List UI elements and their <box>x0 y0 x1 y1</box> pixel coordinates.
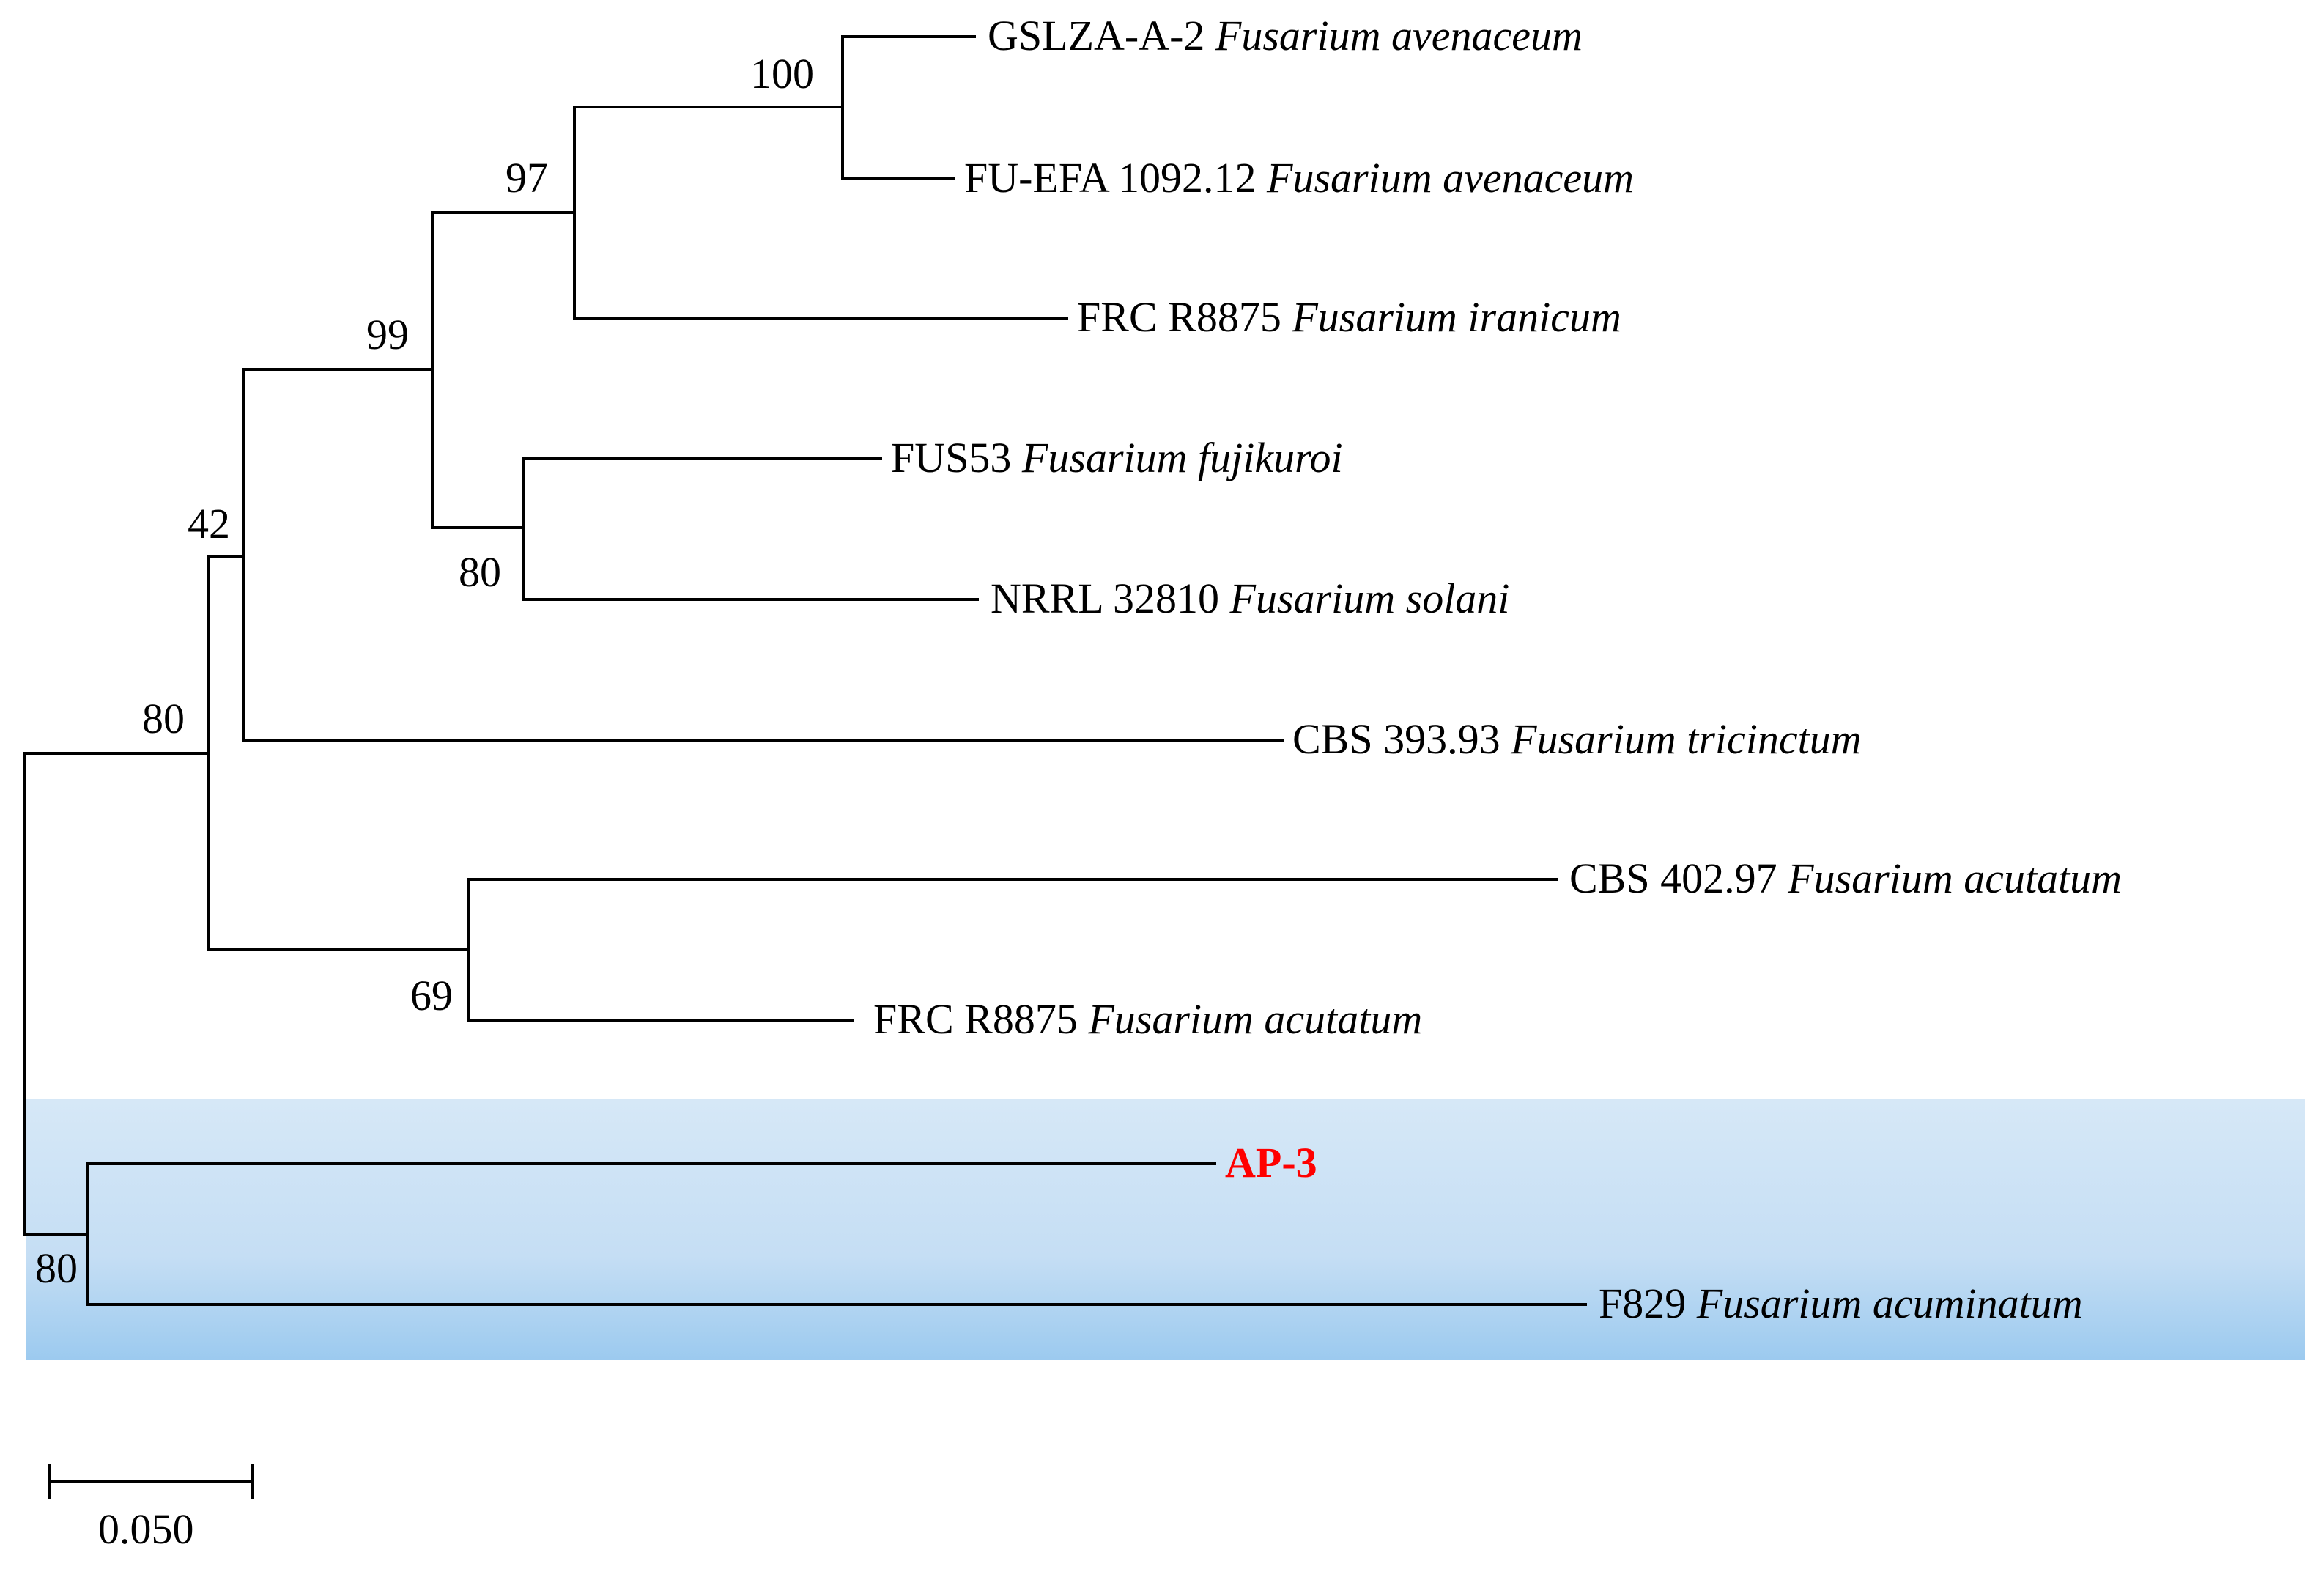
species-name: Fusarium iranicum <box>1291 293 1621 341</box>
bootstrap-value: 97 <box>506 154 548 202</box>
bootstrap-value: 80 <box>459 548 501 596</box>
bootstrap-value: 80 <box>142 695 185 742</box>
scale-bar: 0.050 <box>48 1464 254 1553</box>
bootstrap-value: 42 <box>188 500 230 547</box>
species-name: Fusarium acutatum <box>1787 854 2122 902</box>
strain-id: F829 <box>1599 1280 1686 1327</box>
taxon-label: FRC R8875 Fusarium iranicum <box>1077 293 1621 341</box>
strain-id: CBS 393.93 <box>1292 715 1500 763</box>
highlight-band <box>26 1099 2305 1360</box>
scale-bar-label: 0.050 <box>98 1505 194 1553</box>
taxon-label: NRRL 32810 Fusarium solani <box>991 575 1509 622</box>
scale-bar-line <box>48 1464 254 1499</box>
bootstrap-value: 69 <box>410 972 453 1019</box>
strain-id: NRRL 32810 <box>991 575 1219 622</box>
bootstrap-value: 99 <box>366 311 409 358</box>
strain-id: GSLZA-A-2 <box>988 12 1204 59</box>
strain-id: FRC R8875 <box>873 995 1078 1043</box>
taxon-label: FUS53 Fusarium fujikuroi <box>891 434 1343 481</box>
strain-id: FUS53 <box>891 434 1011 481</box>
bootstrap-value: 80 <box>35 1244 78 1292</box>
species-name: Fusarium acutatum <box>1087 995 1422 1043</box>
taxon-label: CBS 402.97 Fusarium acutatum <box>1569 854 2122 902</box>
bootstrap-values: 100 97 99 80 42 80 69 80 <box>35 50 814 1292</box>
species-name: Fusarium fujikuroi <box>1021 434 1343 481</box>
taxon-label: CBS 393.93 Fusarium tricinctum <box>1292 715 1862 763</box>
species-name: Fusarium acuminatum <box>1696 1280 2083 1327</box>
strain-id: FRC R8875 <box>1077 293 1281 341</box>
species-name: Fusarium avenaceum <box>1215 12 1583 59</box>
strain-id: FU-EFA 1092.12 <box>964 154 1257 202</box>
strain-id: CBS 402.97 <box>1569 854 1777 902</box>
taxon-label-highlighted: AP-3 <box>1225 1139 1317 1186</box>
bootstrap-value: 100 <box>750 50 814 97</box>
species-name: Fusarium solani <box>1229 575 1510 622</box>
taxon-labels: GSLZA-A-2 Fusarium avenaceum FU-EFA 1092… <box>873 12 2122 1327</box>
species-name: Fusarium avenaceum <box>1266 154 1634 202</box>
taxon-label: F829 Fusarium acuminatum <box>1599 1280 2083 1327</box>
taxon-label: GSLZA-A-2 Fusarium avenaceum <box>988 12 1583 59</box>
taxon-label: FRC R8875 Fusarium acutatum <box>873 995 1422 1043</box>
taxon-label: FU-EFA 1092.12 Fusarium avenaceum <box>964 154 1634 202</box>
species-name: Fusarium tricinctum <box>1510 715 1861 763</box>
strain-id: AP-3 <box>1225 1139 1317 1186</box>
branches <box>23 35 1587 1306</box>
